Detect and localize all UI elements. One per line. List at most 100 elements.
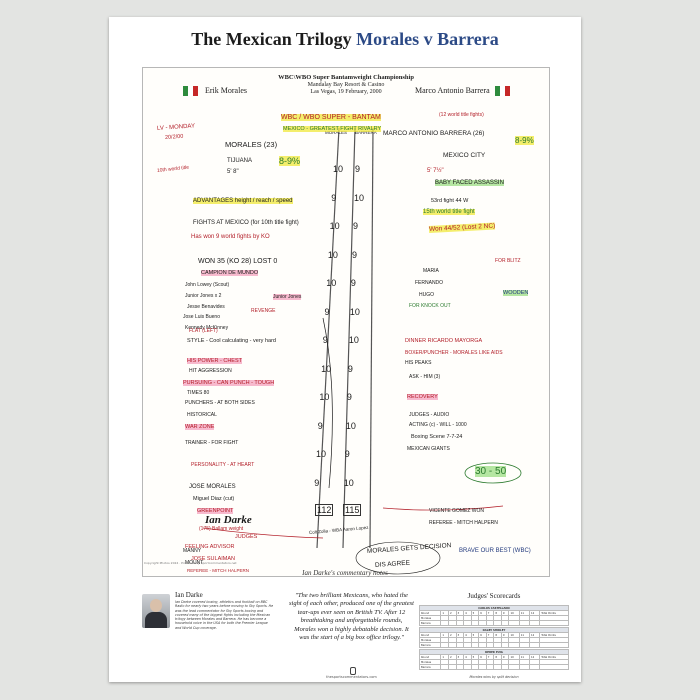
grid-cell-barrera: 10	[353, 192, 364, 203]
handwritten-note: CAMPION DE MUNDO	[201, 270, 259, 276]
handwritten-note: Miguel Diaz (cut)	[193, 496, 235, 502]
round-cell	[518, 642, 530, 648]
fighter-label: Barrera	[418, 664, 442, 670]
grid-total-barrera: 115	[343, 504, 362, 516]
pen-stroke-1	[322, 317, 333, 489]
handwritten-note: Kennedy McKinney	[185, 325, 229, 331]
round-cell	[478, 664, 487, 670]
notes-header-line2: Mandalay Bay Resort & Casino	[307, 82, 385, 88]
round-cell	[493, 664, 502, 670]
handwritten-note: REFEREE - MITCH HALPERN	[187, 568, 250, 573]
handwritten-note: MEXICO - GREATEST FIGHT RIVALRY	[283, 126, 382, 132]
title-part1: The Mexican Trilogy	[191, 29, 352, 49]
handwritten-note: (175) Ballam weight	[199, 526, 244, 532]
round-cell	[500, 620, 510, 626]
handwritten-note: FLAT (LEFT)	[189, 328, 218, 334]
handwritten-note: STYLE - Cool calculating - very hard	[187, 338, 276, 344]
scorecard-row: Barrera	[418, 664, 569, 670]
grid-cell-barrera: 9	[351, 249, 357, 260]
round-cell	[493, 642, 502, 648]
grid-cell-morales: 9	[322, 335, 328, 345]
grid-cell-barrera: 10	[345, 420, 356, 431]
round-cell	[455, 642, 465, 648]
grid-cell-morales: 10	[319, 392, 330, 402]
website-link[interactable]: thesportscommentators.com	[326, 675, 377, 679]
round-cell	[463, 664, 472, 670]
round-cell	[508, 664, 520, 670]
mexico-flag-icon-left	[183, 86, 198, 96]
handwritten-note: WBC / WBO SUPER - BANTAM	[281, 114, 381, 121]
grid-cell-morales: 9	[317, 420, 323, 431]
grid-cell-morales: 10	[326, 278, 337, 288]
handwritten-note: VICENTE GOMEZ WON	[429, 508, 484, 514]
handwritten-note: ASK - HIM (3)	[409, 374, 441, 380]
handwritten-note: WON 35 (KO 28) LOST 0	[198, 258, 278, 265]
bio-name: Ian Darke	[175, 591, 203, 599]
mexico-flag-icon-right	[495, 86, 510, 96]
round-cell	[508, 620, 520, 626]
scorecard-row: Barrera	[418, 642, 569, 648]
handwritten-note: 8-9%	[279, 156, 301, 166]
handwritten-note: PURSUING - CAN PUNCH - TOUGH	[183, 380, 275, 386]
handwritten-note: MOUNT	[185, 560, 204, 566]
handwritten-note: FEELING ADVISOR	[185, 544, 235, 550]
handwritten-note: MORALES (23)	[225, 140, 278, 149]
judges-title: Judges' Scorecards	[467, 592, 521, 600]
handwritten-note: BABY FACED ASSASSIN	[435, 180, 504, 186]
grid-header-morales: MORALES	[325, 130, 348, 135]
copyright-line: Copyright Photos 2024 · Produced by Spor…	[144, 561, 237, 565]
grid-cell-morales: 10	[329, 221, 340, 231]
handwritten-note: WOODEN	[503, 290, 529, 296]
round-cell	[470, 664, 480, 670]
handwritten-note: MARCO ANTONIO BARRERA (26)	[383, 130, 485, 137]
microphone-icon	[350, 667, 356, 675]
handwritten-note: MEXICAN GIANTS	[407, 446, 450, 452]
round-cell	[485, 664, 495, 670]
handwritten-note: Jesse Benavides	[187, 304, 225, 310]
round-cell	[518, 620, 530, 626]
grid-cell-morales: 9	[324, 306, 330, 317]
grid-cell-barrera: 9	[347, 363, 353, 374]
bio-text: Ian Darke covered boxing, athletics and …	[175, 600, 274, 630]
handwritten-note: MEXICO CITY	[443, 152, 486, 159]
round-cell	[440, 642, 449, 648]
handwritten-note: REVENGE	[251, 308, 276, 314]
round-cell	[440, 620, 449, 626]
handwritten-note: 53rd fight 44 W	[431, 198, 469, 204]
handwritten-note: Junior Jones x 2	[185, 293, 222, 299]
handwritten-note: WAR ZONE	[185, 424, 215, 430]
grid-cell-morales: 9	[314, 477, 320, 488]
round-cell	[447, 642, 457, 648]
round-cell	[478, 620, 487, 626]
poster-title: The Mexican Trilogy Morales v Barrera	[109, 29, 581, 50]
total-cell	[539, 664, 569, 670]
grid-header-barrera: BARRERA	[355, 130, 377, 135]
round-cell	[455, 620, 465, 626]
grid-cell-barrera: 9	[350, 278, 356, 288]
pen-stroke-2	[202, 527, 324, 539]
round-cell	[493, 620, 502, 626]
handwritten-note: TIJUANA	[227, 158, 253, 164]
handwritten-note: John Lowey (Scout)	[185, 282, 230, 288]
total-cell	[539, 642, 569, 648]
round-cell	[500, 664, 510, 670]
commentary-notes-sheet: WBC\WBO Super Bantamweight Championship …	[142, 67, 550, 577]
handwritten-note: PERSONALITY - AT HEART	[191, 462, 255, 468]
grid-cell-morales: 9	[331, 192, 337, 203]
scorecard-row: Morales	[418, 659, 569, 665]
grid-cell-barrera: 10	[343, 477, 354, 488]
fighter-label: Barrera	[418, 642, 442, 648]
handwritten-note: HIS PEAKS	[405, 360, 432, 366]
ring-50	[464, 462, 522, 484]
grid-cell-morales: 10	[327, 249, 338, 260]
handwritten-note: 5' 7½"	[427, 168, 444, 174]
round-cell	[518, 664, 530, 670]
handwritten-note: BOXER/PUNCHER - MORALES LIKE AIDS	[405, 350, 503, 356]
handwritten-note: 20/2/00	[164, 133, 184, 141]
round-cell	[470, 620, 480, 626]
handwritten-note: FERNANDO	[415, 280, 444, 286]
commentator-photo	[142, 594, 170, 628]
handwritten-note: HISTORICAL	[187, 412, 217, 418]
